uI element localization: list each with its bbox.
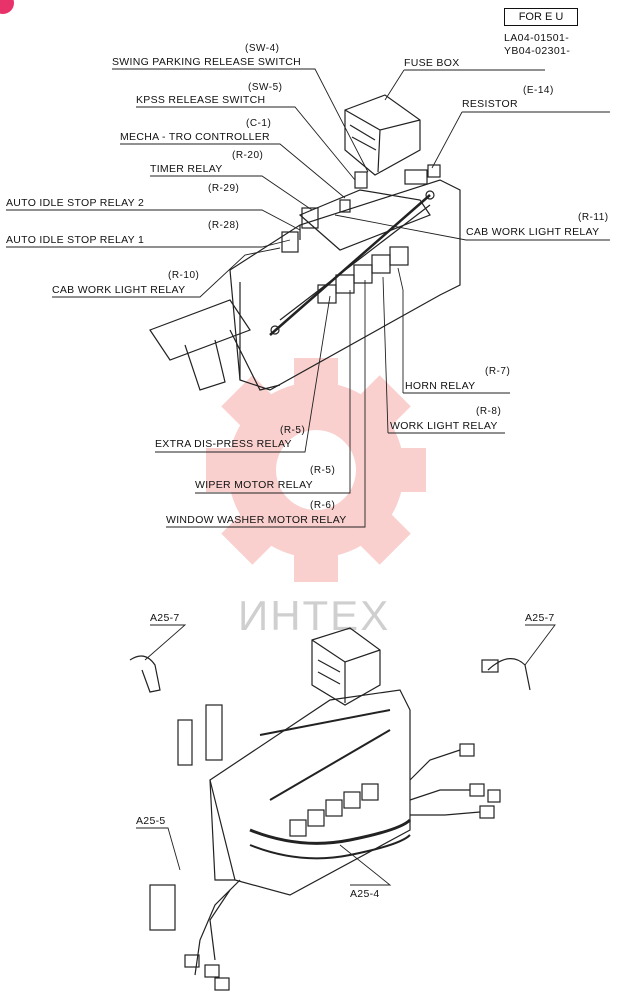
lower-harness-assembly bbox=[129, 627, 531, 991]
label-kpss-release-switch: KPSS RELEASE SWITCH bbox=[136, 94, 266, 106]
watermark-logo-text: ИНТЕХ bbox=[238, 592, 391, 639]
code-r28: (R-28) bbox=[208, 220, 240, 231]
label-window-washer-motor-relay: WINDOW WASHER MOTOR RELAY bbox=[166, 514, 347, 526]
page-marker-dot bbox=[0, 0, 14, 14]
label-cab-work-light-relay-r10: CAB WORK LIGHT RELAY bbox=[52, 284, 186, 296]
serial-range-2: YB04-02301- bbox=[504, 45, 571, 57]
code-sw5: (SW-5) bbox=[248, 82, 283, 93]
label-swing-parking-release-switch: SWING PARKING RELEASE SWITCH bbox=[112, 56, 302, 68]
label-horn-relay: HORN RELAY bbox=[405, 380, 476, 392]
code-r20: (R-20) bbox=[232, 150, 264, 161]
label-timer-relay: TIMER RELAY bbox=[150, 163, 223, 175]
label-auto-idle-stop-relay-1: AUTO IDLE STOP RELAY 1 bbox=[6, 234, 145, 246]
label-extra-dis-press-relay: EXTRA DIS-PRESS RELAY bbox=[155, 438, 292, 450]
label-cab-work-light-relay-r11: CAB WORK LIGHT RELAY bbox=[466, 226, 600, 238]
label-wiper-motor-relay: WIPER MOTOR RELAY bbox=[195, 479, 313, 491]
label-a25-7-right: A25-7 bbox=[525, 612, 555, 624]
code-r29: (R-29) bbox=[208, 183, 240, 194]
code-r10: (R-10) bbox=[168, 270, 200, 281]
region-badge: FOR E U bbox=[504, 8, 578, 26]
label-fuse-box: FUSE BOX bbox=[404, 57, 460, 69]
code-e14: (E-14) bbox=[523, 85, 554, 96]
code-r11: (R-11) bbox=[578, 212, 609, 223]
upper-leader-lines bbox=[6, 68, 610, 528]
label-a25-7-left: A25-7 bbox=[150, 612, 180, 624]
serial-range-1: LA04-01501- bbox=[504, 32, 570, 44]
lower-leader-lines bbox=[136, 624, 556, 886]
code-r5-extra: (R-5) bbox=[280, 425, 306, 436]
code-r7: (R-7) bbox=[485, 366, 511, 377]
code-sw4: (SW-4) bbox=[245, 43, 280, 54]
label-work-light-relay: WORK LIGHT RELAY bbox=[390, 420, 498, 432]
label-a25-5: A25-5 bbox=[136, 815, 166, 827]
label-mecha-tro-controller: MECHA - TRO CONTROLLER bbox=[120, 131, 270, 143]
code-r6: (R-6) bbox=[310, 500, 336, 511]
code-r5-wiper: (R-5) bbox=[310, 465, 336, 476]
label-a25-4: A25-4 bbox=[350, 888, 380, 900]
code-c1: (C-1) bbox=[246, 118, 272, 129]
upper-relay-assembly bbox=[149, 94, 461, 391]
label-resistor: RESISTOR bbox=[462, 98, 518, 110]
label-auto-idle-stop-relay-2: AUTO IDLE STOP RELAY 2 bbox=[6, 197, 145, 209]
code-r8: (R-8) bbox=[476, 406, 502, 417]
